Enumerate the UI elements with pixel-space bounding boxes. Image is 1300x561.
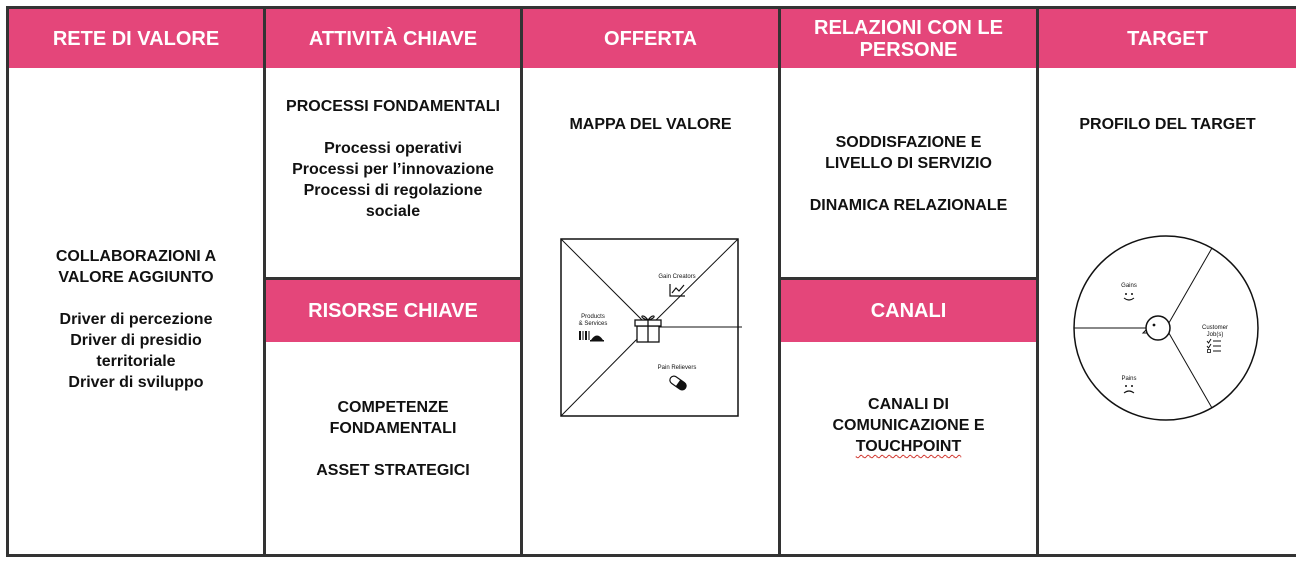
header-relazioni: RELAZIONI CON LE PERSONE [781,9,1036,68]
header-rete-di-valore: RETE DI VALORE [9,9,263,68]
header-risorse-chiave: RISORSE CHIAVE [266,280,520,342]
value-map-diagram: Gain Creators Products & Services [560,238,742,417]
text-line: PROCESSI FONDAMENTALI [286,98,500,115]
text-line: LIVELLO DI SERVIZIO [825,155,992,172]
text-line: Processi di regolazione [303,182,483,199]
frown-icon [1123,385,1135,394]
header-canali: CANALI [781,280,1036,342]
column-target: TARGET PROFILO DEL TARGET Gains Pains [1039,9,1296,554]
customer-jobs-label-2: Job(s) [1207,332,1224,338]
chart-icon [669,284,685,297]
header-relazioni-line-1: RELAZIONI CON LE [814,16,1003,39]
smile-icon [1123,293,1135,301]
text-line: CANALI DI [868,396,949,413]
gain-creators-label: Gain Creators [658,274,695,280]
pain-relievers-label: Pain Relievers [658,365,697,371]
column-attivita-chiave: ATTIVITÀ CHIAVE PROCESSI FONDAMENTALI Pr… [266,9,520,277]
column-offerta: OFFERTA MAPPA DEL VALORE Gain Creators P… [523,9,778,554]
face-icon [1141,315,1171,341]
spacer [266,439,520,460]
column-canali: CANALI CANALI DI COMUNICAZIONE E TOUCHPO… [781,280,1036,554]
header-offerta: OFFERTA [523,9,778,68]
offerta-content: MAPPA DEL VALORE [523,114,778,135]
text-line: COMPETENZE [337,399,449,416]
text-line: DINAMICA RELAZIONALE [809,197,1008,214]
attivita-chiave-content: PROCESSI FONDAMENTALI Processi operativi… [266,96,520,222]
header-relazioni-line-2: PERSONE [859,38,958,61]
text-line: territoriale [96,353,176,370]
column-relazioni: RELAZIONI CON LE PERSONE SODDISFAZIONE E… [781,9,1036,277]
pill-icon [669,375,687,391]
spacer [266,117,520,138]
text-line: SODDISFAZIONE E [835,134,982,151]
touchpoint-text: TOUCHPOINT [855,438,962,455]
pains-label: Pains [1121,376,1136,382]
text-line: COLLABORAZIONI A [55,248,217,265]
spacer [9,288,263,309]
text-line: PROFILO DEL TARGET [1079,116,1256,133]
gains-label: Gains [1121,283,1137,289]
text-line: TOUCHPOINT [781,436,1036,457]
customer-profile-diagram: Gains Pains Customer Job(s) [1073,235,1259,421]
target-content: PROFILO DEL TARGET [1039,114,1296,135]
customer-jobs-label-1: Customer [1202,325,1228,331]
text-line: MAPPA DEL VALORE [569,116,732,133]
text-line: COMUNICAZIONE E [832,417,985,434]
barcode-icon [579,331,604,342]
text-line: Driver di percezione [59,311,213,328]
text-line: Processi per l’innovazione [292,161,494,178]
checklist-icon [1206,338,1221,353]
column-risorse-chiave: RISORSE CHIAVE COMPETENZE FONDAMENTALI A… [266,280,520,554]
rete-di-valore-content: COLLABORAZIONI A VALORE AGGIUNTO Driver … [9,246,263,393]
text-line: FONDAMENTALI [329,420,457,437]
text-line: VALORE AGGIUNTO [58,269,214,286]
header-target: TARGET [1039,9,1296,68]
relazioni-content: SODDISFAZIONE E LIVELLO DI SERVIZIO DINA… [781,132,1036,216]
spacer [781,174,1036,195]
text-line: Driver di presidio [70,332,202,349]
text-line: Processi operativi [324,140,462,157]
text-line: sociale [365,203,421,220]
text-line: Driver di sviluppo [68,374,204,391]
header-attivita-chiave: ATTIVITÀ CHIAVE [266,9,520,68]
risorse-chiave-content: COMPETENZE FONDAMENTALI ASSET STRATEGICI [266,397,520,481]
gift-icon [634,315,662,343]
canali-content: CANALI DI COMUNICAZIONE E TOUCHPOINT [781,394,1036,457]
products-services-label-2: & Services [579,321,608,327]
products-services-label-1: Products [581,314,605,320]
text-line: ASSET STRATEGICI [316,462,470,479]
column-rete-di-valore: RETE DI VALORE COLLABORAZIONI A VALORE A… [9,9,263,554]
